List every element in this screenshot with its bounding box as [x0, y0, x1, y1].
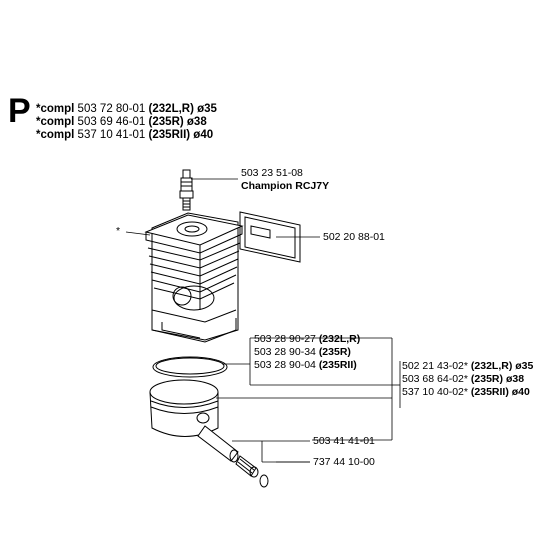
piston-ring-number: 503 28 90-04 — [254, 359, 316, 371]
piston-ring-label: 503 28 90-34 (235R) — [254, 346, 351, 358]
spark-plug-drawing — [179, 169, 194, 211]
header-model: (235R) — [148, 116, 184, 128]
header-diameter: ø35 — [197, 103, 217, 115]
header-diameter: ø40 — [193, 129, 214, 141]
cylinder-asterisk: * — [116, 225, 121, 237]
piston-ring-model: (235RII) — [318, 359, 357, 371]
piston-number: 503 68 64-02* — [402, 373, 468, 385]
header-prefix: *compl — [36, 103, 75, 115]
gasket-part-number: 502 20 88-01 — [323, 231, 385, 243]
piston-label: 503 68 64-02* (235R) ø38 — [402, 373, 524, 385]
piston-ring-label: 503 28 90-27 (232L,R) — [254, 333, 360, 345]
section-letter: P — [8, 92, 31, 130]
header-part-number: 503 72 80-01 — [77, 103, 146, 115]
piston-pin-part-number: 503 41 41-01 — [313, 435, 375, 447]
piston-label: 537 10 40-02* (235RII) ø40 — [402, 386, 530, 398]
header-part-number: 503 69 46-01 — [77, 116, 146, 128]
header-line: *compl 503 69 46-01 (235R) ø38 — [36, 116, 207, 129]
piston-number: 502 21 43-02* — [402, 360, 468, 372]
piston-ring-number: 503 28 90-34 — [254, 346, 316, 358]
leader-lines — [125, 178, 401, 463]
piston-diameter: ø35 — [515, 360, 534, 372]
header-part-number: 537 10 41-01 — [77, 129, 146, 141]
piston-diameter: ø38 — [505, 373, 525, 385]
piston-ring-number: 503 28 90-27 — [254, 333, 316, 345]
piston-label: 502 21 43-02* (232L,R) ø35 — [402, 360, 533, 372]
spark-plug-name-text: Champion RCJ7Y — [241, 180, 330, 192]
header-prefix: *compl — [36, 116, 75, 128]
piston-ring-drawing — [152, 356, 228, 378]
gasket-drawing — [239, 211, 301, 263]
header-model: (232L,R) — [148, 103, 194, 115]
piston-ring-model: (235R) — [318, 346, 351, 358]
piston-pin-drawing — [197, 425, 239, 463]
spark-plug-part-number: 503 23 51-08 — [241, 167, 303, 179]
needle-bearing-drawing — [235, 455, 259, 478]
circlip-part-number: 737 44 10-00 — [313, 456, 375, 468]
cylinder-drawing — [144, 212, 244, 343]
piston-number: 537 10 40-02* — [402, 386, 468, 398]
spark-plug-name: Champion RCJ7Y — [241, 180, 329, 192]
circlip-drawing — [259, 474, 269, 488]
piston-ring-model: (232L,R) — [318, 333, 361, 345]
header-line: *compl 537 10 41-01 (235RII) ø40 — [36, 129, 213, 142]
piston-model: (235R) — [470, 373, 504, 385]
piston-drawing — [149, 379, 219, 437]
header-prefix: *compl — [36, 129, 75, 141]
piston-model: (235RII) — [470, 386, 509, 398]
header-line: *compl 503 72 80-01 (232L,R) ø35 — [36, 103, 217, 116]
piston-ring-label: 503 28 90-04 (235RII) — [254, 359, 357, 371]
header-diameter: ø38 — [186, 116, 207, 128]
piston-diameter: ø40 — [511, 386, 530, 398]
piston-model: (232L,R) — [470, 360, 513, 372]
header-model: (235RII) — [148, 129, 191, 141]
